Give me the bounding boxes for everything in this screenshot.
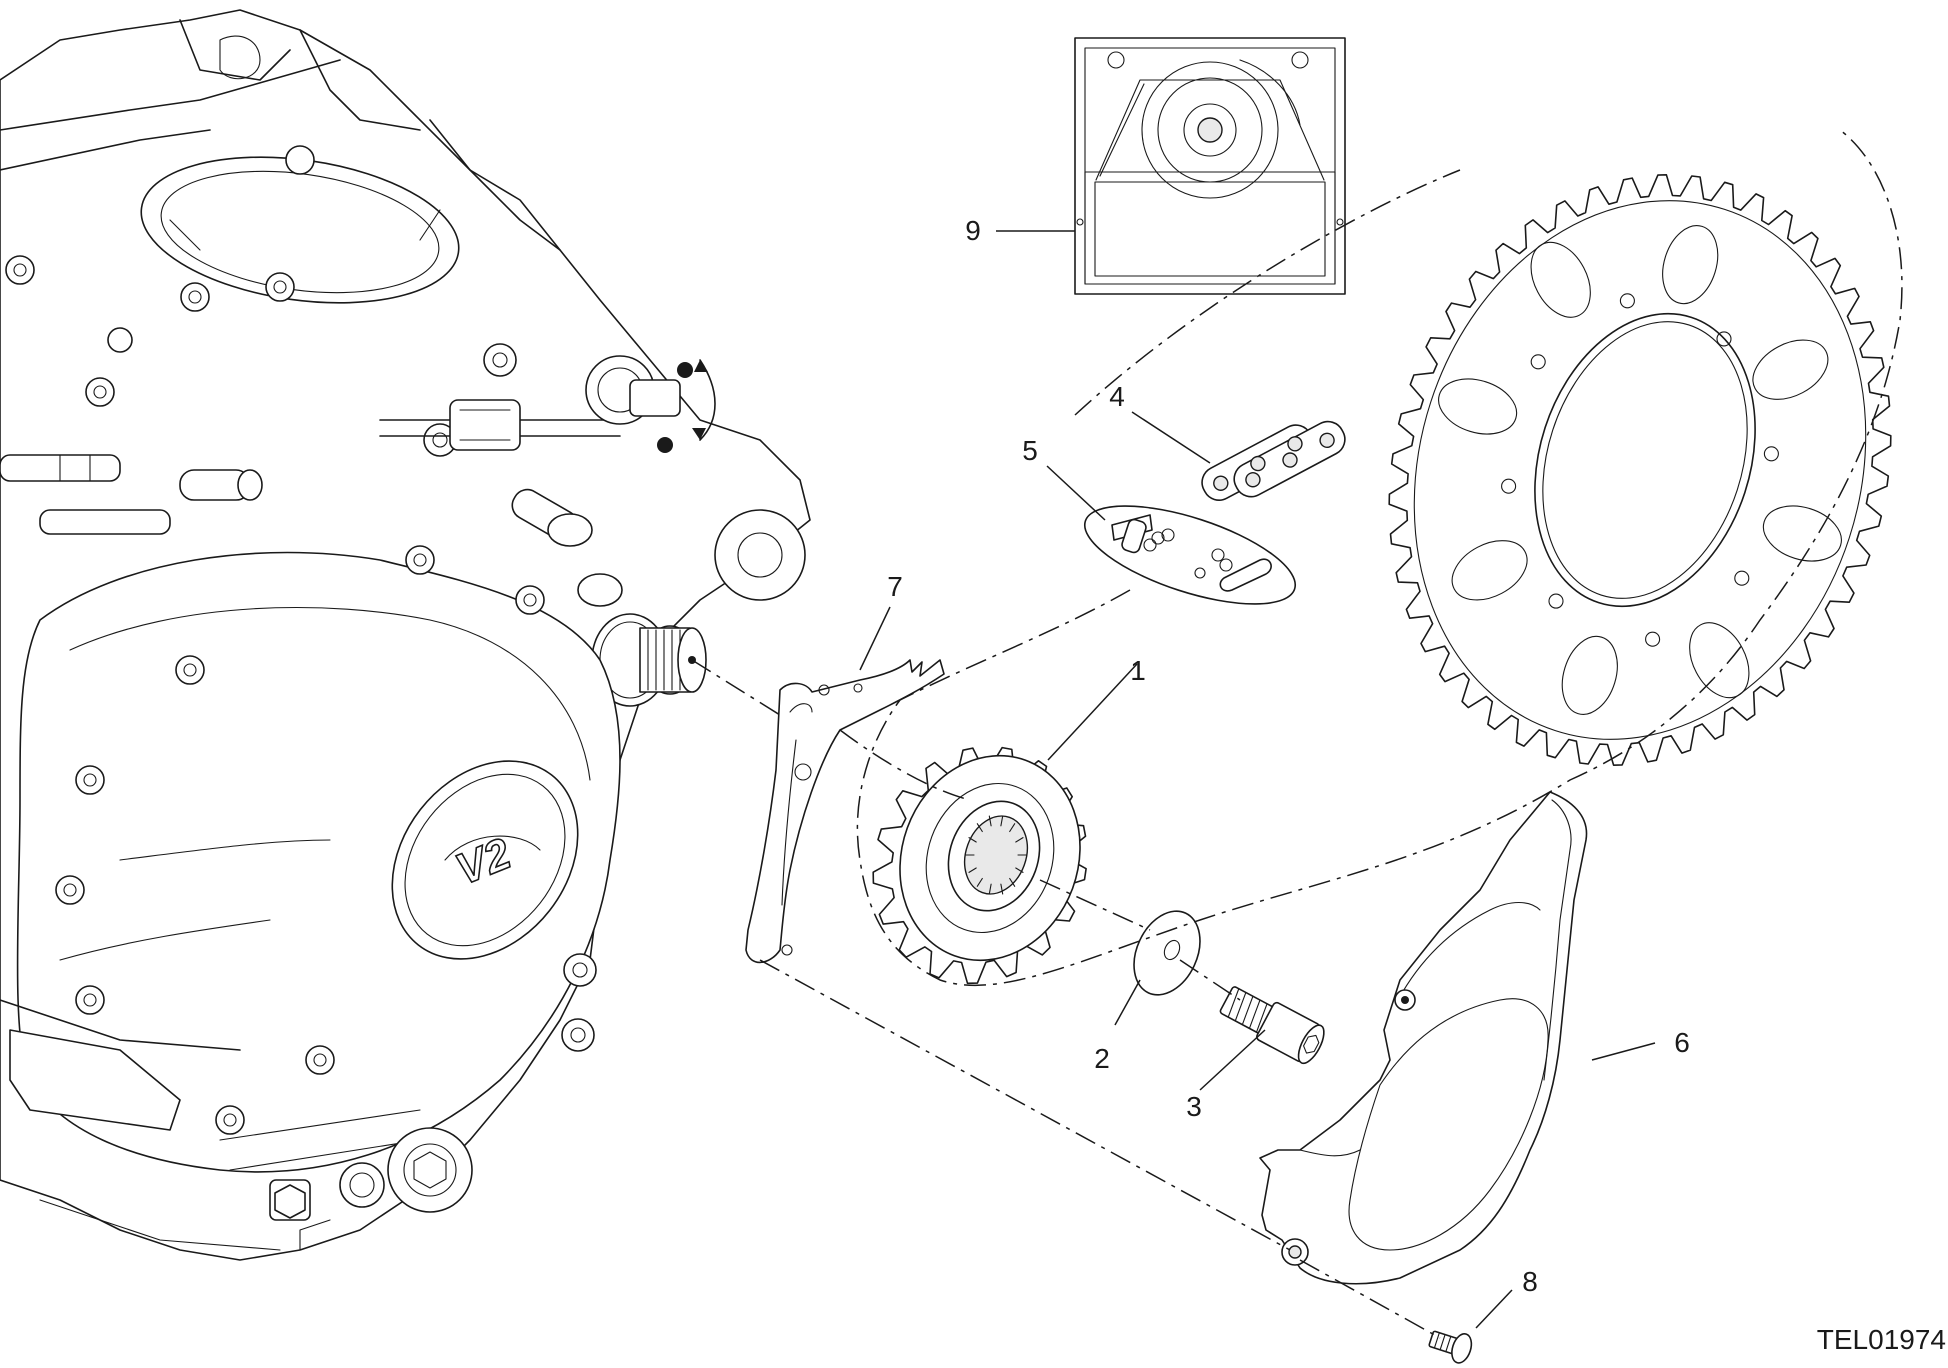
sprocket-cover-icon [1259,791,1588,1285]
callout-7: 7 [887,571,903,602]
callout-3: 3 [1186,1091,1202,1122]
master-link-kit-icon [1083,505,1297,605]
gasket-icon [745,659,945,964]
drawing-code: TEL01974 [1816,1324,1946,1355]
bolt-icon [1219,986,1325,1065]
callout-1: 1 [1130,655,1146,686]
leader-lines [859,230,1656,1329]
callout-4: 4 [1109,381,1125,412]
callout-5: 5 [1022,435,1038,466]
rear-sprocket-icon [1388,174,1892,766]
callout-2: 2 [1094,1043,1110,1074]
assembly-lines [691,129,1903,1339]
chain-kit-box-icon [1074,37,1346,295]
callout-6: 6 [1674,1027,1690,1058]
front-sprocket-icon [872,746,1087,985]
callout-8: 8 [1522,1266,1538,1297]
chain-link-icon [1201,420,1346,501]
callout-9: 9 [965,215,981,246]
screw-icon [1428,1330,1473,1364]
engine-crankcase-icon: V2 [0,9,811,1261]
washer-icon [1133,910,1201,996]
